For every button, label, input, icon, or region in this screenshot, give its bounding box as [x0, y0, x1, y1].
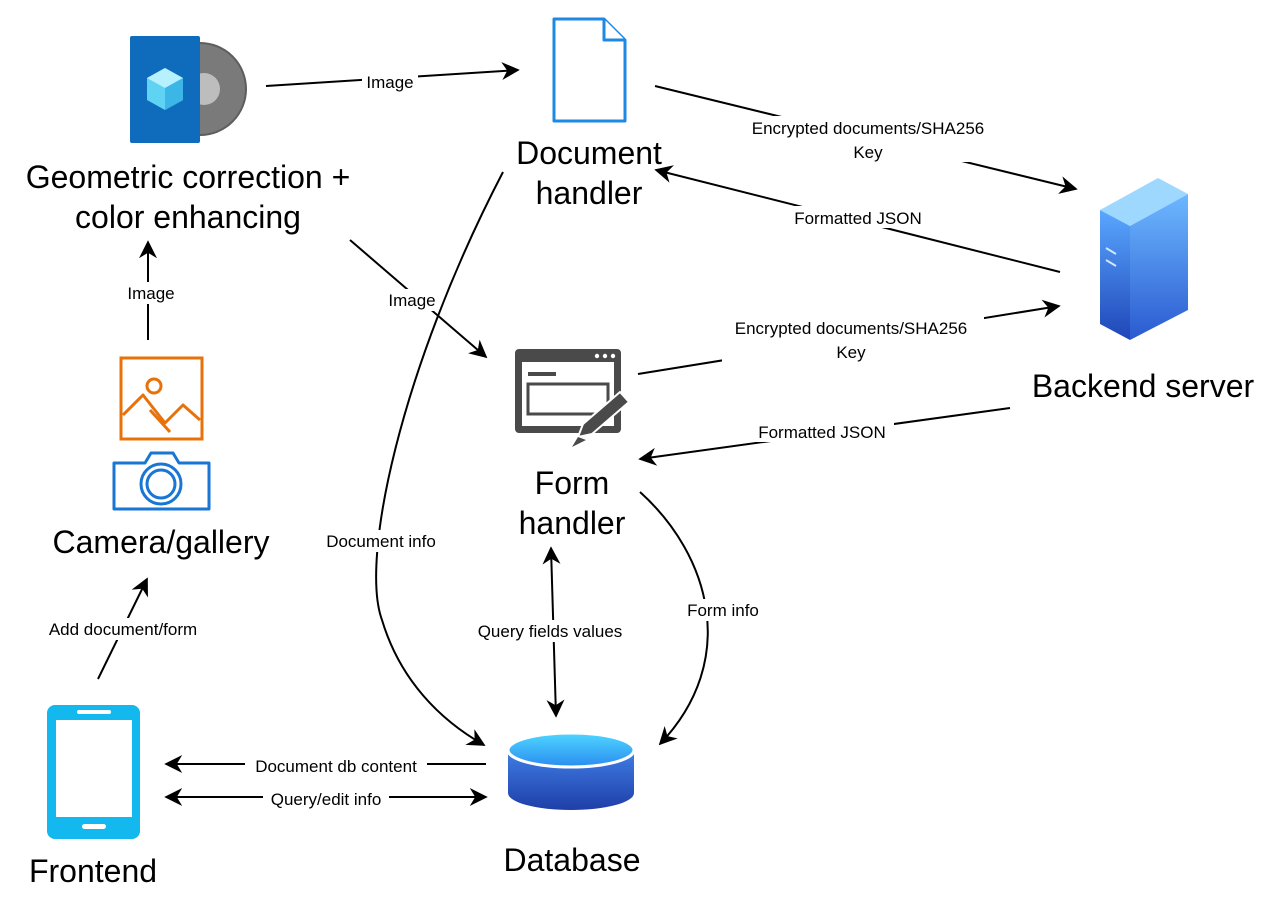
- node-label-backend: Backend server: [1032, 368, 1255, 404]
- edge-label-backend-to-doc: Formatted JSON: [794, 209, 922, 228]
- edge-doc-to-backend: Encrypted documents/SHA256 Key: [654, 85, 1078, 194]
- node-form-handler[interactable]: Form handler: [515, 349, 631, 541]
- edge-form-to-db: Form info: [639, 491, 766, 746]
- edge-label-doc-to-backend-1: Encrypted documents/SHA256: [752, 119, 984, 138]
- node-camera-gallery[interactable]: Camera/gallery: [53, 356, 270, 560]
- node-label-database: Database: [504, 842, 641, 878]
- edge-frontend-to-camera: Add document/form: [38, 577, 208, 680]
- image-processing-icon: [130, 36, 247, 143]
- edge-label-form-db-query: Query fields values: [478, 622, 623, 641]
- edge-label-backend-to-form: Formatted JSON: [758, 423, 886, 442]
- edge-doc-to-db: Document info: [318, 171, 504, 746]
- edge-form-to-backend: Encrypted documents/SHA256 Key: [637, 299, 1061, 375]
- node-label-camera: Camera/gallery: [53, 524, 270, 560]
- camera-icon: [112, 451, 211, 511]
- edge-label-form-to-db: Form info: [687, 601, 759, 620]
- edge-form-db-query: Query fields values: [468, 546, 632, 718]
- node-label-geometric-line1: Geometric correction +: [26, 159, 351, 195]
- edge-label-camera-to-geo: Image: [127, 284, 174, 303]
- edge-label-form-to-backend-1: Encrypted documents/SHA256: [735, 319, 967, 338]
- smartphone-icon: [47, 705, 140, 839]
- node-frontend[interactable]: Frontend: [29, 705, 157, 889]
- node-database[interactable]: Database: [504, 731, 641, 878]
- edge-label-db-to-frontend: Document db content: [255, 757, 417, 776]
- node-backend-server[interactable]: Backend server: [1032, 178, 1255, 404]
- node-label-form-line1: Form: [535, 465, 610, 501]
- edge-geo-to-form: Image: [349, 239, 488, 359]
- edge-backend-to-form: Formatted JSON: [638, 407, 1011, 466]
- node-label-document-line1: Document: [516, 135, 662, 171]
- node-label-document-line2: handler: [536, 175, 643, 211]
- edge-camera-to-geo: Image: [120, 240, 180, 340]
- edge-db-to-frontend: Document db content: [164, 755, 486, 777]
- edge-geo-to-doc: Image: [265, 62, 520, 92]
- edge-label-frontend-to-camera: Add document/form: [49, 620, 197, 639]
- edge-label-doc-to-db: Document info: [326, 532, 436, 551]
- edge-label-form-to-backend-2: Key: [836, 343, 866, 362]
- database-icon: [506, 731, 636, 810]
- image-icon: [119, 356, 204, 441]
- edge-label-geo-to-doc: Image: [366, 73, 413, 92]
- node-geometric-correction[interactable]: Geometric correction + color enhancing: [26, 36, 351, 235]
- node-document-handler[interactable]: Document handler: [516, 17, 662, 211]
- document-icon: [552, 17, 627, 123]
- edge-label-doc-to-backend-2: Key: [853, 143, 883, 162]
- edge-backend-to-doc: Formatted JSON: [654, 165, 1061, 273]
- edge-frontend-db-query: Query/edit info: [164, 788, 488, 810]
- edge-label-frontend-db-query: Query/edit info: [271, 790, 382, 809]
- form-edit-icon: [515, 349, 631, 447]
- node-label-frontend: Frontend: [29, 853, 157, 889]
- node-label-geometric-line2: color enhancing: [75, 199, 301, 235]
- server-icon: [1100, 178, 1188, 340]
- edge-label-geo-to-form: Image: [388, 291, 435, 310]
- node-label-form-line2: handler: [519, 505, 626, 541]
